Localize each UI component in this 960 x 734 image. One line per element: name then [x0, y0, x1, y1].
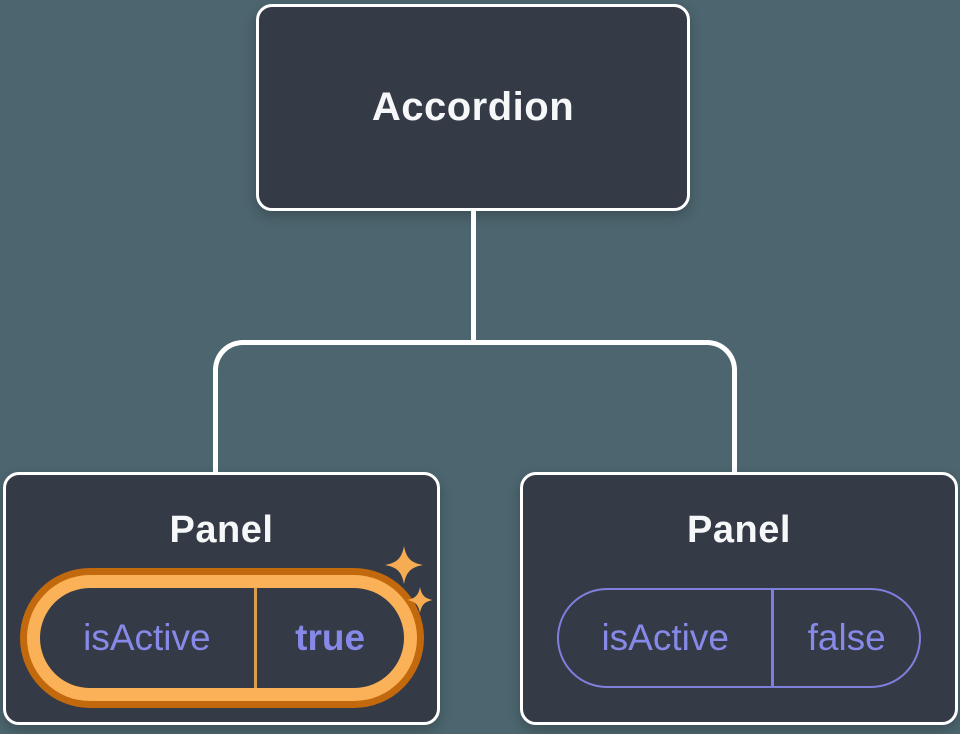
accordion-node-label: Accordion [371, 85, 575, 129]
tree-connector-branch [213, 340, 737, 472]
pill-divider [254, 588, 257, 688]
panel-node-active: Panel isActive true [3, 472, 440, 725]
state-value-label: false [807, 617, 886, 658]
pill-divider [771, 590, 775, 686]
state-value-label: true [295, 617, 366, 658]
state-pill-active: isActive true [39, 588, 404, 688]
state-pill-inactive: isActive false [557, 588, 921, 688]
panel-node-inactive: Panel isActive false [520, 472, 958, 725]
tree-connector-stem [471, 210, 476, 342]
state-key-label: isActive [83, 617, 211, 658]
state-key-label: isActive [601, 617, 729, 658]
panel-node-label: Panel [169, 509, 274, 551]
panel-node-label: Panel [687, 509, 791, 551]
accordion-node: Accordion [256, 4, 690, 211]
